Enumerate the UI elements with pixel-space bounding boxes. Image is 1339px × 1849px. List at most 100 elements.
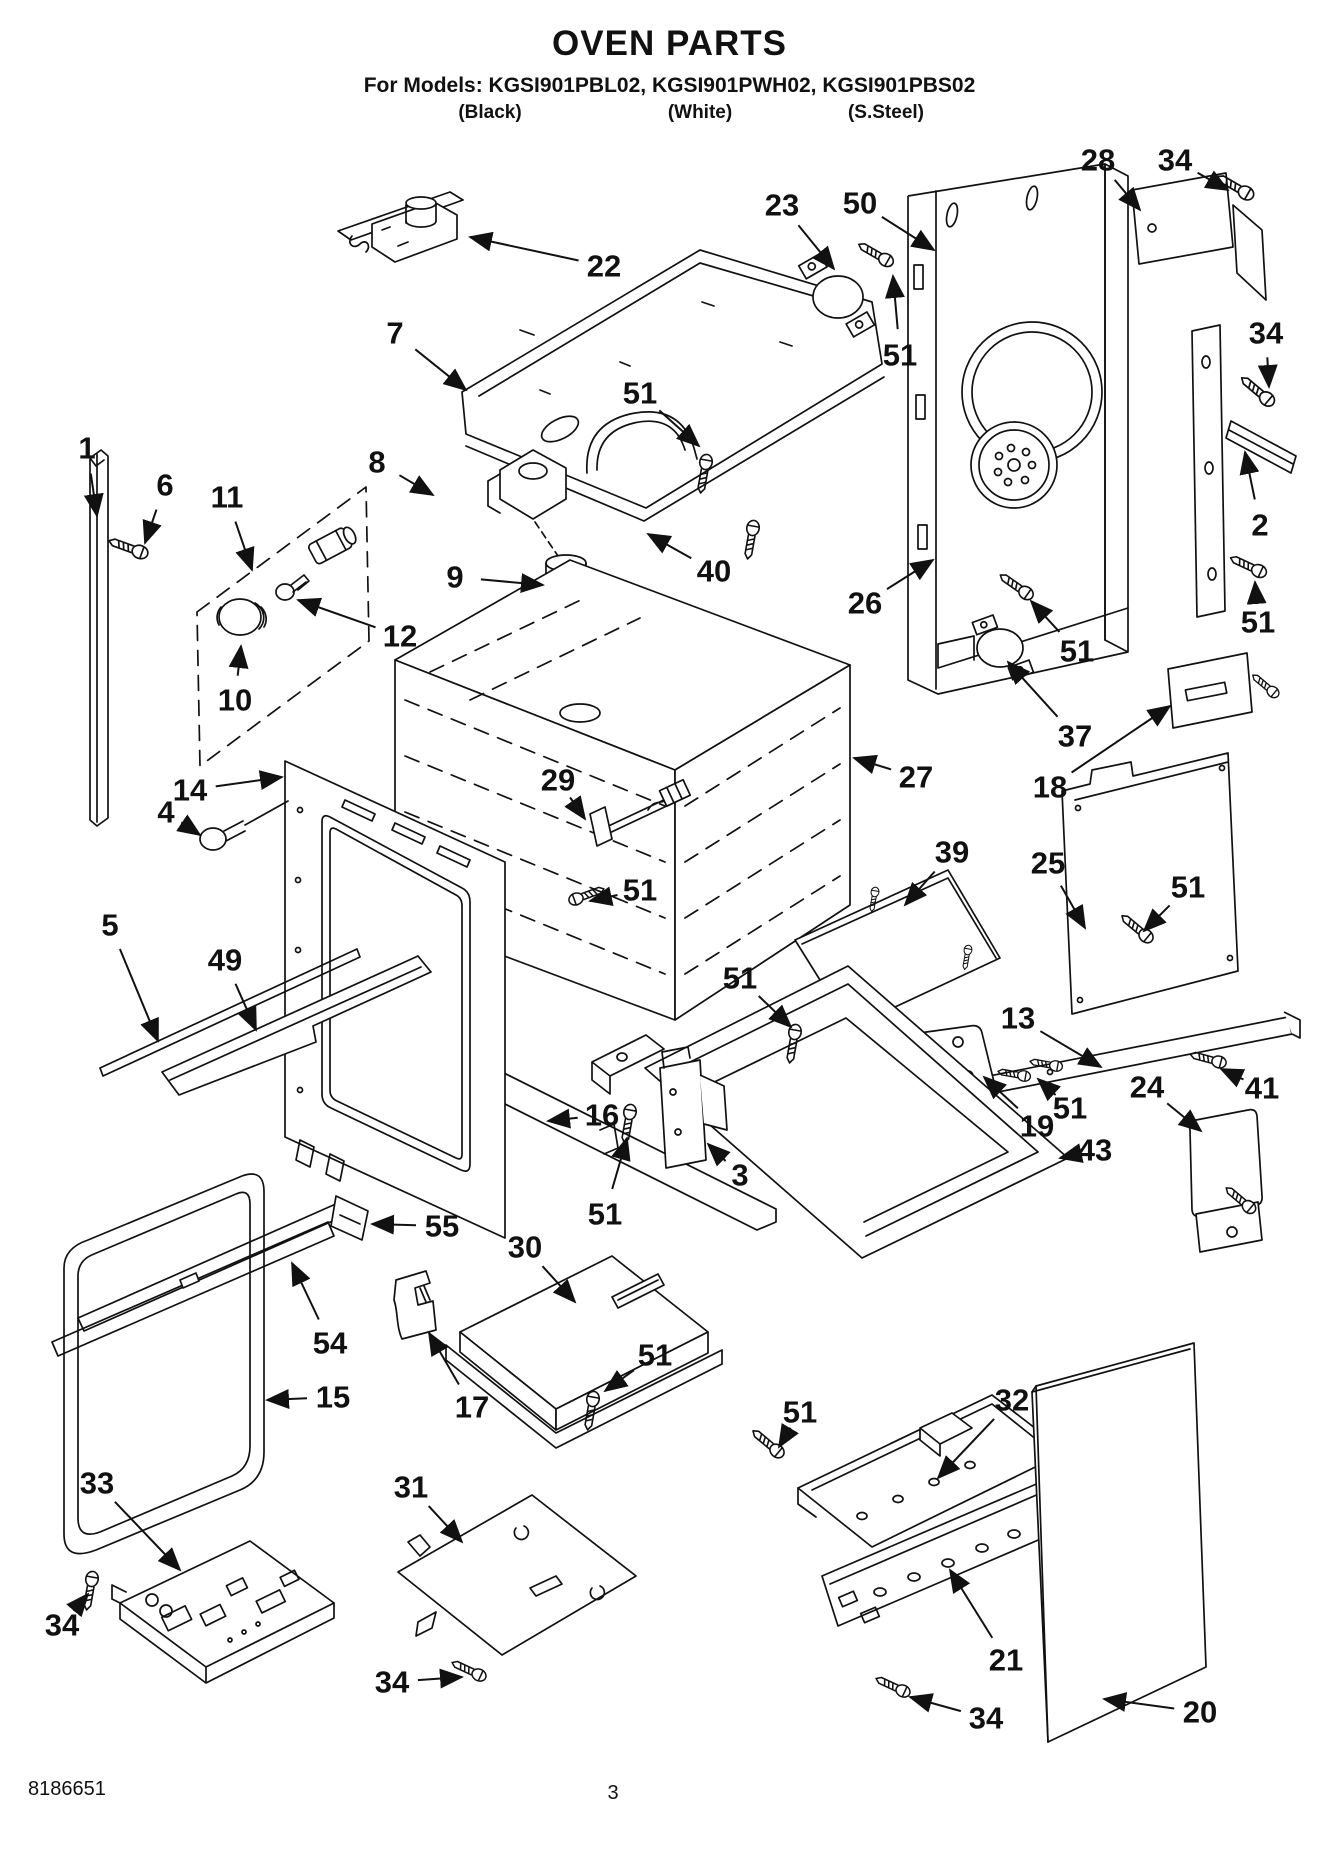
part-11-switch-group — [196, 486, 370, 767]
callout-49: 49 — [208, 943, 257, 1032]
callout-number-17: 17 — [455, 1390, 489, 1425]
callout-51: 51 — [1241, 580, 1275, 640]
callout-number-51: 51 — [623, 873, 657, 908]
callout-number-51: 51 — [1241, 605, 1275, 640]
callout-41: 41 — [1219, 1068, 1279, 1106]
callout-16: 16 — [546, 1098, 619, 1133]
callout-number-49: 49 — [208, 943, 242, 978]
callout-17: 17 — [427, 1331, 489, 1425]
callout-51: 51 — [588, 1136, 631, 1232]
callout-22: 22 — [468, 231, 621, 284]
callout-23: 23 — [765, 188, 836, 271]
callout-number-5: 5 — [101, 908, 118, 943]
callout-25: 25 — [1031, 846, 1086, 930]
callout-number-10: 10 — [218, 683, 252, 718]
part-24-hinge-cover — [1188, 1108, 1263, 1253]
part-5-trim-strip — [99, 948, 361, 1077]
callout-51: 51 — [588, 873, 657, 908]
part-18-latch-plate — [1167, 652, 1253, 729]
callout-number-32: 32 — [995, 1383, 1029, 1418]
finish-label-black: (Black) — [458, 102, 522, 123]
callout-54: 54 — [291, 1261, 348, 1361]
callout-number-34: 34 — [1158, 143, 1193, 178]
part-28-cover-plate — [1131, 172, 1267, 301]
callout-28: 28 — [1081, 143, 1142, 212]
callout-number-37: 37 — [1058, 719, 1092, 754]
callout-number-51: 51 — [588, 1197, 622, 1232]
screw-glyph — [744, 519, 761, 560]
document-number: 8186651 — [28, 1778, 106, 1800]
callout-2: 2 — [1239, 450, 1269, 543]
callout-24: 24 — [1130, 1070, 1203, 1133]
screw-glyph — [108, 538, 149, 560]
callout-number-34: 34 — [375, 1665, 410, 1700]
callout-51: 51 — [603, 1338, 672, 1393]
callout-number-54: 54 — [313, 1326, 348, 1361]
screw-glyph — [83, 1570, 100, 1611]
part-3-support-bracket — [659, 1046, 728, 1169]
callout-number-8: 8 — [368, 445, 385, 480]
screw-glyph — [858, 243, 895, 268]
part-27-oven-cavity — [394, 559, 851, 1021]
screw-glyph — [1189, 1051, 1227, 1069]
callout-number-26: 26 — [848, 586, 882, 621]
callout-51: 51 — [777, 1395, 817, 1449]
callout-number-51: 51 — [638, 1338, 672, 1373]
callout-14: 14 — [173, 770, 284, 808]
callout-number-25: 25 — [1031, 846, 1065, 881]
callout-number-50: 50 — [843, 186, 877, 221]
callout-number-6: 6 — [156, 468, 173, 503]
page-number: 3 — [607, 1782, 619, 1804]
callout-number-55: 55 — [425, 1209, 459, 1244]
screw-glyph — [1225, 1187, 1257, 1215]
callout-34: 34 — [45, 1592, 90, 1643]
callout-51: 51 — [1142, 870, 1205, 933]
callout-number-2: 2 — [1251, 508, 1268, 543]
callout-number-27: 27 — [899, 760, 933, 795]
part-33-control-board — [111, 1540, 335, 1684]
callout-number-24: 24 — [1130, 1070, 1165, 1105]
models-line: For Models: KGSI901PBL02, KGSI901PWH02, … — [363, 74, 976, 97]
callout-number-12: 12 — [383, 619, 417, 654]
finish-label-white: (White) — [667, 102, 733, 123]
callout-number-51: 51 — [723, 961, 757, 996]
part-55-door-rail — [77, 1195, 369, 1332]
callout-21: 21 — [948, 1568, 1023, 1678]
callout-number-34: 34 — [45, 1608, 80, 1643]
callout-8: 8 — [368, 445, 435, 497]
part-7-top-panel — [461, 249, 885, 522]
part-17-retainer-clip — [393, 1270, 437, 1340]
screw-glyph — [1240, 376, 1276, 408]
callout-40: 40 — [646, 533, 731, 589]
part-8-bracket — [487, 449, 567, 557]
finish-label-ssteel: (S.Steel) — [847, 102, 925, 123]
part-29-oven-sensor — [589, 778, 692, 847]
callout-number-20: 20 — [1183, 1695, 1217, 1730]
callout-number-1: 1 — [78, 431, 95, 466]
screw-glyph — [1252, 674, 1280, 699]
part-26-rear-panel — [907, 163, 1129, 695]
callout-6: 6 — [142, 468, 174, 545]
callout-number-7: 7 — [386, 316, 403, 351]
callout-13: 13 — [1001, 1001, 1103, 1069]
callout-19: 19 — [982, 1075, 1054, 1144]
callout-30: 30 — [508, 1230, 577, 1304]
callout-number-11: 11 — [211, 480, 244, 515]
part-21-drawer-front-rail — [821, 1472, 1079, 1627]
callout-number-40: 40 — [697, 554, 731, 589]
callout-number-51: 51 — [1053, 1091, 1087, 1126]
callout-number-18: 18 — [1033, 770, 1067, 805]
callout-5: 5 — [101, 908, 159, 1043]
part-22-spark-module — [337, 191, 464, 263]
callout-20: 20 — [1102, 1692, 1217, 1730]
callout-number-21: 21 — [989, 1643, 1023, 1678]
part-32-drawer-slide — [797, 1394, 1067, 1548]
callout-number-34: 34 — [1249, 316, 1284, 351]
callout-number-13: 13 — [1001, 1001, 1035, 1036]
callout-number-3: 3 — [731, 1158, 748, 1193]
callout-3: 3 — [706, 1142, 749, 1193]
screw-glyph — [875, 1676, 911, 1698]
part-2-side-trim-channel — [1191, 324, 1297, 618]
callout-number-41: 41 — [1245, 1071, 1279, 1106]
